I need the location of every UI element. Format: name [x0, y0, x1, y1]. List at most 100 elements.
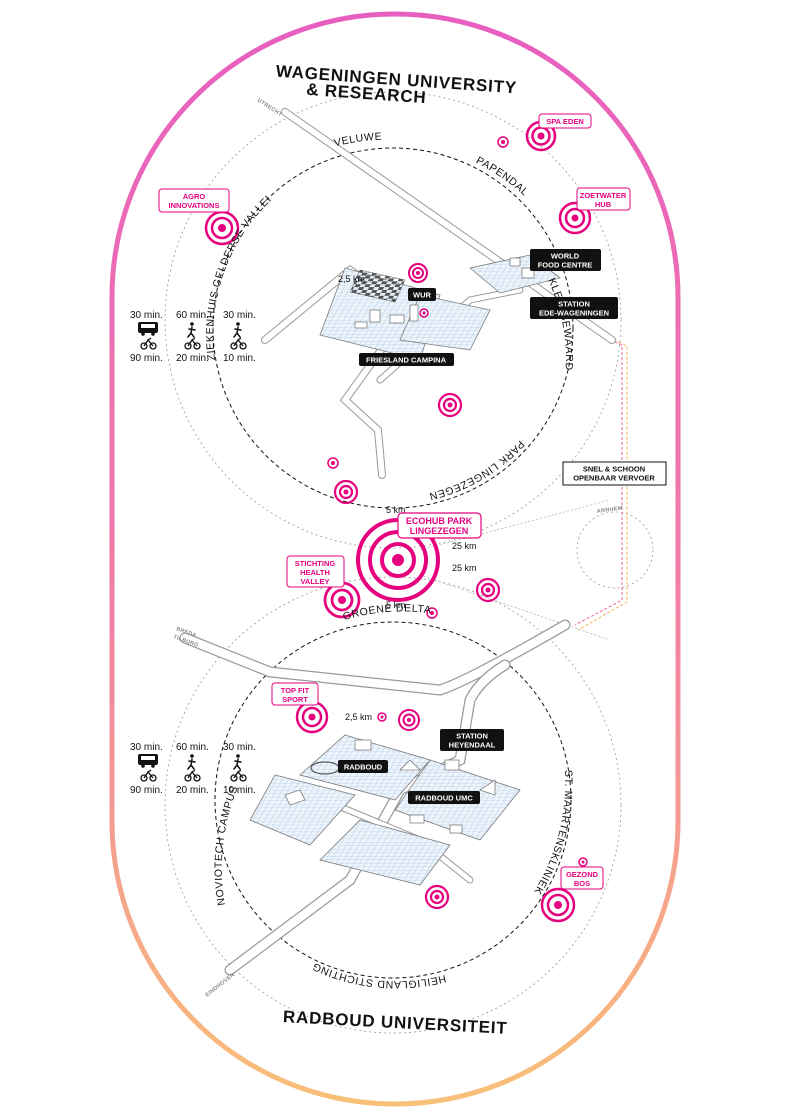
svg-text:HEYENDAAL: HEYENDAAL — [449, 741, 496, 750]
svg-text:AGRO: AGRO — [183, 192, 206, 201]
label-spa-eden: SPA EDEN — [538, 113, 592, 129]
road-label-eindhoven: EINDHOVEN — [205, 972, 237, 999]
gradient-frame — [109, 11, 681, 1107]
bus-icon — [138, 754, 158, 768]
target-marker-small-d — [377, 712, 387, 722]
inner-ring-top — [212, 147, 574, 509]
distance-label-top-2-5km: 2,5 km — [338, 274, 365, 284]
label-zoetwater-hub: ZOETWATER HUB — [576, 187, 631, 211]
inner-ring-bottom — [214, 621, 572, 979]
target-marker-zoet — [558, 201, 592, 235]
outer-ring-top — [164, 91, 622, 549]
bike-icon-a — [140, 337, 157, 350]
campus-radboud — [249, 734, 521, 886]
walk-icon-c — [187, 754, 196, 770]
arnhem-ring — [576, 511, 654, 589]
svg-text:RADBOUD UMC: RADBOUD UMC — [415, 794, 473, 803]
travel-legend-bottom: 30 min. 90 min. 60 min. 20 min. 30 min. … — [130, 742, 256, 796]
label-ecohub-park: ECOHUB PARK LINGEZEGEN — [397, 512, 482, 539]
svg-text:EDE-WAGENINGEN: EDE-WAGENINGEN — [539, 309, 609, 318]
svg-text:RADBOUD: RADBOUD — [344, 763, 383, 772]
arc-label-noviotech: NOVIOTECH CAMPUS — [213, 784, 241, 906]
target-marker-small-a — [497, 136, 509, 148]
walk-icon-b — [233, 322, 242, 338]
svg-text:HEALTH: HEALTH — [300, 568, 330, 577]
svg-text:FOOD CENTRE: FOOD CENTRE — [538, 261, 593, 270]
svg-text:10 min.: 10 min. — [223, 353, 256, 364]
target-marker-wur — [408, 263, 428, 283]
target-marker-mid — [437, 392, 463, 418]
svg-text:30 min.: 30 min. — [223, 742, 256, 753]
walk-icon-a — [187, 322, 196, 338]
svg-text:LINGEZEGEN: LINGEZEGEN — [410, 526, 469, 536]
svg-text:BOS: BOS — [574, 879, 590, 888]
label-gezond-bos: GEZOND BOS — [560, 866, 604, 890]
target-marker-lower-b — [424, 884, 450, 910]
svg-text:WORLD: WORLD — [551, 252, 580, 261]
svg-text:HUB: HUB — [595, 200, 612, 209]
svg-text:STICHTING: STICHTING — [295, 559, 336, 568]
label-top-fit-sport: TOP FIT SPORT — [271, 682, 319, 706]
target-marker-radboud-top — [398, 709, 420, 731]
distance-label-bottom-2-5km: 2,5 km — [345, 712, 372, 722]
arc-label-papendal: PAPENDAL — [474, 155, 531, 199]
label-radboud-umc: RADBOUD UMC — [408, 791, 480, 804]
outer-ring-bottom — [164, 576, 622, 1034]
road-label-utrecht: UTRECHT — [256, 98, 283, 119]
svg-text:TOP FIT: TOP FIT — [281, 686, 310, 695]
target-marker-small-e — [578, 857, 588, 867]
target-marker-topfit — [295, 700, 329, 734]
svg-text:WUR: WUR — [413, 291, 431, 300]
black-labels: WUR WORLD FOOD CENTRE STATION EDE-WAGENI… — [338, 249, 618, 804]
pink-labels: SPA EDEN AGRO INNOVATIONS ZOETWATER HUB … — [158, 113, 631, 890]
svg-text:SPA EDEN: SPA EDEN — [546, 117, 584, 126]
label-radboud: RADBOUD — [338, 760, 388, 773]
svg-text:OPENBAAR VERVOER: OPENBAAR VERVOER — [573, 474, 655, 483]
target-marker-wur-small — [419, 308, 429, 318]
distance-label-25km-a: 25 km — [452, 541, 477, 551]
svg-text:90 min.: 90 min. — [130, 353, 163, 364]
target-marker-right-mid — [475, 577, 501, 603]
arc-label-park-lingezegen: PARK LINGEZEGEN — [428, 438, 527, 502]
distance-label-5km-top: 5 km — [386, 505, 406, 515]
svg-text:STATION: STATION — [456, 732, 488, 741]
label-station-ede-wageningen: STATION EDE-WAGENINGEN — [530, 297, 618, 319]
svg-text:60 min.: 60 min. — [176, 742, 209, 753]
travel-legend-top: 30 min. 90 min. 60 min. 20 min. 30 min. … — [130, 310, 256, 364]
svg-text:20 min.: 20 min. — [176, 353, 209, 364]
target-marker-lower-a — [333, 479, 359, 505]
svg-text:20 min.: 20 min. — [176, 785, 209, 796]
label-friesland-campina: FRIESLAND CAMPINA — [359, 353, 454, 366]
bike-icon-f — [230, 769, 247, 782]
bike-icon-c — [230, 337, 247, 350]
svg-text:30 min.: 30 min. — [130, 742, 163, 753]
label-station-heyendaal: STATION HEYENDAAL — [440, 729, 504, 751]
label-stichting-health-valley: STICHTING HEALTH VALLEY — [286, 555, 345, 588]
svg-text:SNEL & SCHOON: SNEL & SCHOON — [583, 465, 645, 474]
bike-icon-b — [184, 337, 201, 350]
road-label-arnhem: ARNHEM — [596, 505, 623, 515]
svg-text:60 min.: 60 min. — [176, 310, 209, 321]
svg-text:30 min.: 30 min. — [130, 310, 163, 321]
campus-wageningen — [319, 254, 561, 361]
distance-label-5km-bottom: 5 km — [386, 600, 406, 610]
target-marker-small-c — [426, 607, 438, 619]
svg-text:STATION: STATION — [558, 300, 590, 309]
bike-icon-e — [184, 769, 201, 782]
svg-text:90 min.: 90 min. — [130, 785, 163, 796]
svg-text:FRIESLAND CAMPINA: FRIESLAND CAMPINA — [366, 356, 447, 365]
transport-box: SNEL & SCHOON OPENBAAR VERVOER — [562, 461, 667, 486]
svg-text:10 min.: 10 min. — [223, 785, 256, 796]
target-marker-small-b — [327, 457, 339, 469]
target-marker-gezond — [540, 887, 576, 923]
arc-label-kleefsewaard: KLEEFSEWAARD — [545, 276, 575, 371]
label-agro-innovations: AGRO INNOVATIONS — [158, 188, 230, 213]
distance-line-25b — [419, 574, 611, 641]
svg-text:GEZOND: GEZOND — [566, 870, 599, 879]
bike-icon-d — [140, 769, 157, 782]
bus-icon — [138, 322, 158, 336]
svg-text:INNOVATIONS: INNOVATIONS — [169, 201, 220, 210]
svg-text:30 min.: 30 min. — [223, 310, 256, 321]
svg-text:VALLEY: VALLEY — [300, 577, 329, 586]
